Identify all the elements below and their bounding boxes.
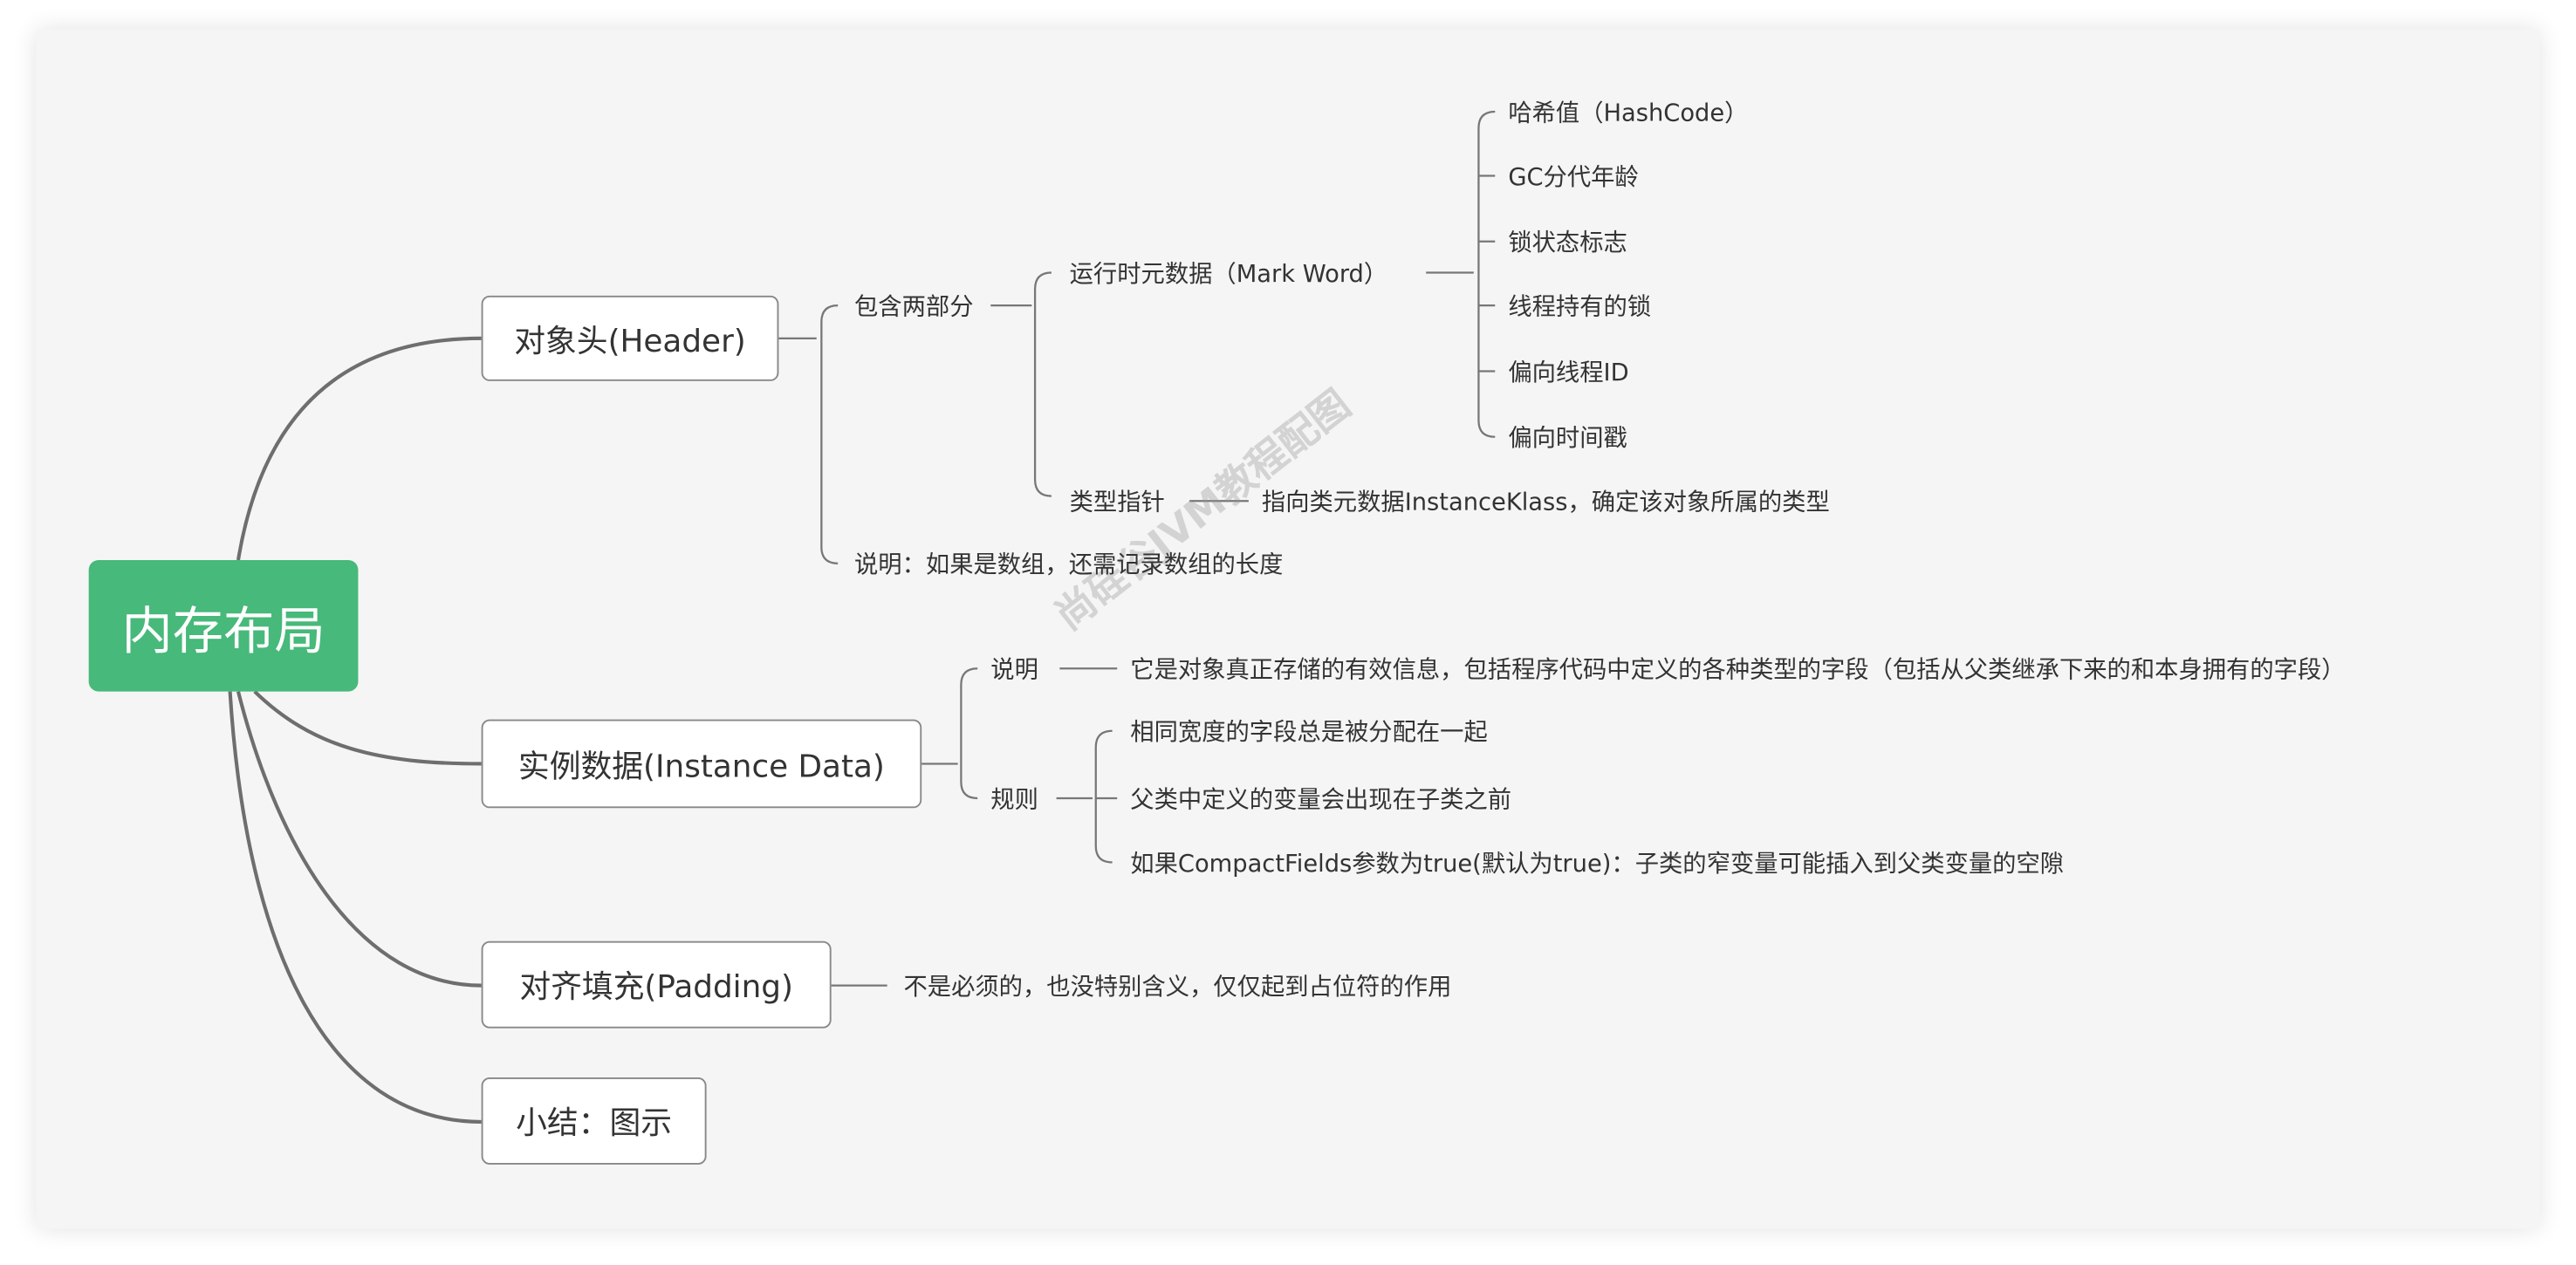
mark-word-item[interactable]: 偏向时间戳 <box>1508 426 1627 453</box>
mark-word-item[interactable]: 线程持有的锁 <box>1508 294 1652 322</box>
node-klass-pointer-desc[interactable]: 指向类元数据InstanceKlass，确定该对象所属的类型 <box>1261 489 1830 517</box>
node-padding-desc[interactable]: 不是必须的，也没特别含义，仅仅起到占位符的作用 <box>903 974 1452 1002</box>
mark-word-item[interactable]: GC分代年龄 <box>1508 165 1639 192</box>
node-instance-note-label[interactable]: 说明 <box>990 658 1038 685</box>
rule-item[interactable]: 如果CompactFields参数为true(默认为true)：子类的窄变量可能… <box>1130 851 2065 879</box>
rule-item[interactable]: 父类中定义的变量会出现在子类之前 <box>1130 787 1512 814</box>
mark-word-item[interactable]: 偏向线程ID <box>1508 360 1629 387</box>
node-contains-two-parts[interactable]: 包含两部分 <box>854 294 974 322</box>
node-padding[interactable]: 对齐填充(Padding) <box>481 940 832 1029</box>
node-klass-pointer[interactable]: 类型指针 <box>1069 489 1165 517</box>
root-node[interactable]: 内存布局 <box>88 560 359 692</box>
node-header-note[interactable]: 说明：如果是数组，还需记录数组的长度 <box>854 552 1284 579</box>
mindmap-canvas <box>36 29 2540 1229</box>
node-header[interactable]: 对象头(Header) <box>481 295 779 381</box>
node-mark-word[interactable]: 运行时元数据（Mark Word） <box>1069 262 1388 289</box>
node-summary[interactable]: 小结：图示 <box>481 1077 707 1165</box>
node-instance-data[interactable]: 实例数据(Instance Data) <box>481 719 922 809</box>
mark-word-item[interactable]: 锁状态标志 <box>1508 230 1627 257</box>
node-rules-label[interactable]: 规则 <box>990 787 1038 814</box>
node-instance-note[interactable]: 它是对象真正存储的有效信息，包括程序代码中定义的各种类型的字段（包括从父类继承下… <box>1130 658 2346 685</box>
mark-word-item[interactable]: 哈希值（HashCode） <box>1508 100 1749 127</box>
rule-item[interactable]: 相同宽度的字段总是被分配在一起 <box>1130 720 1488 747</box>
